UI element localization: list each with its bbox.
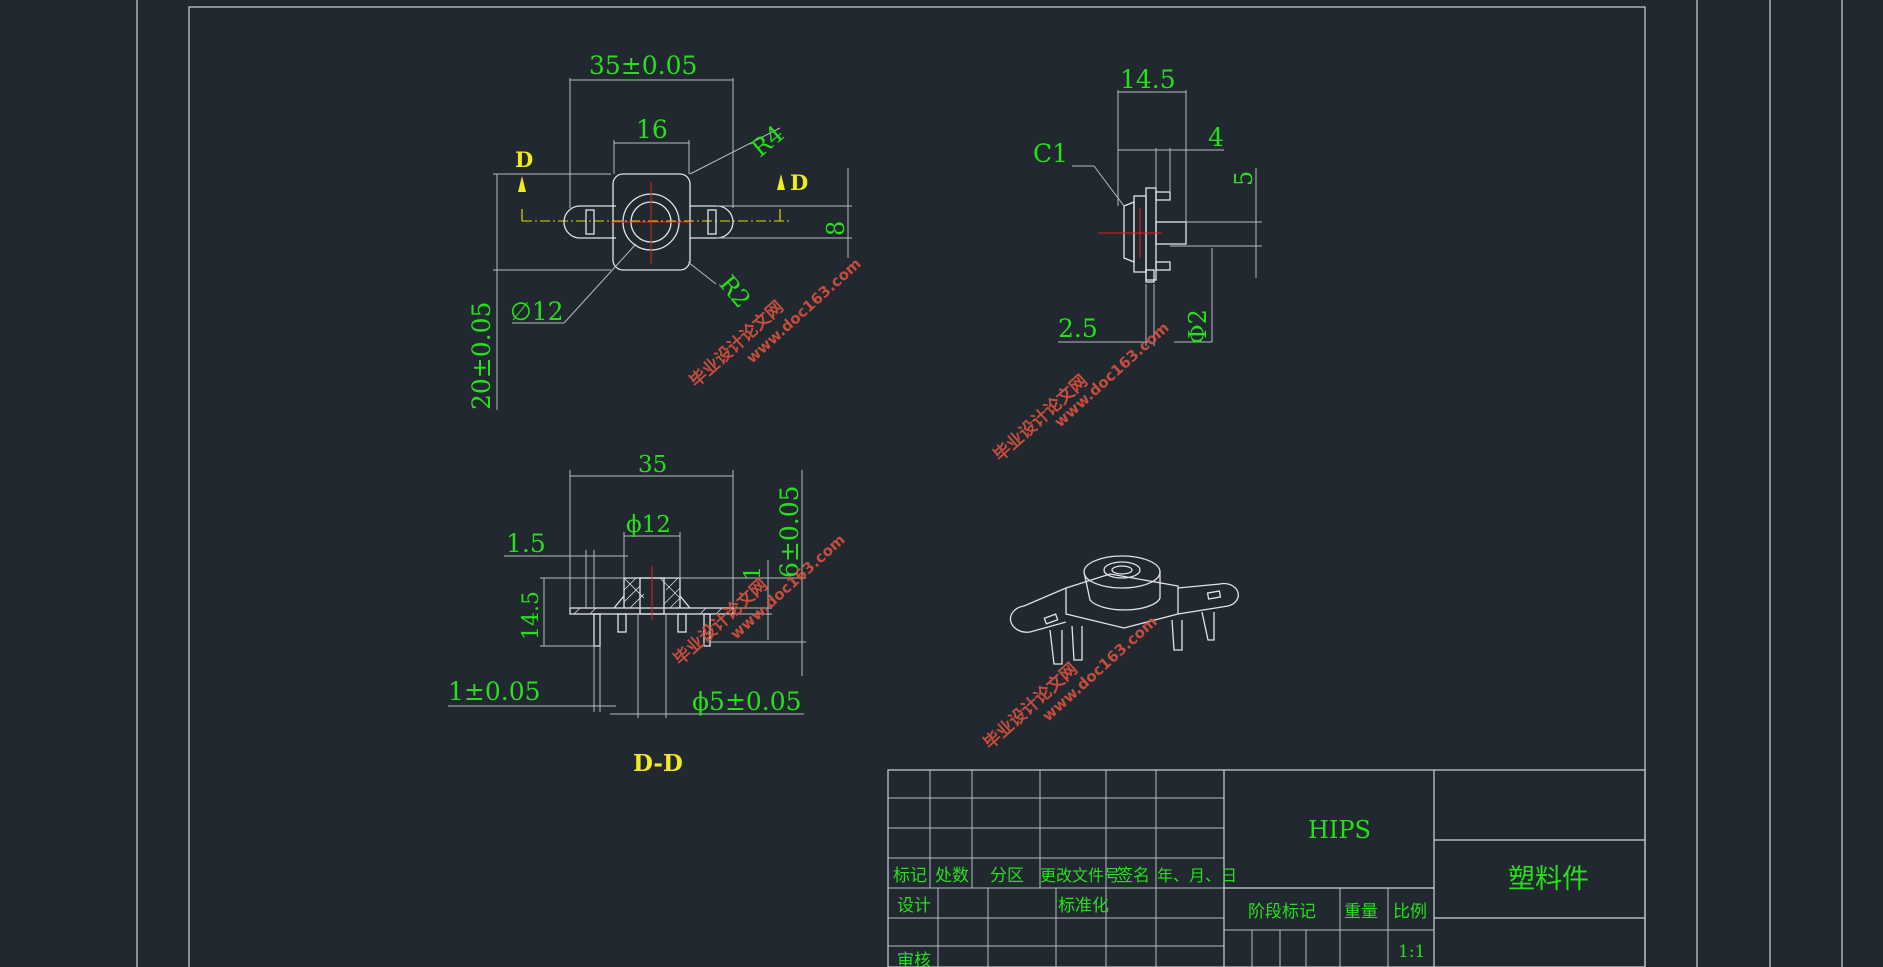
dim-sec-height: 14.5 [519,591,544,640]
label-design: 设计 [897,896,931,916]
dim-height-tol: 20±0.05 [467,302,496,410]
side-view: 14.5 4 C1 5 Φ2 2.5 [1033,65,1262,346]
dim-inner-width: 16 [636,115,668,144]
dim-radius-r4: R4 [746,120,790,163]
dim-side-top: 14.5 [1120,65,1176,94]
dim-chamfer: C1 [1033,139,1068,168]
section-label: D-D [633,750,683,777]
dim-side-bottom: 2.5 [1058,314,1098,343]
dim-sec-width: 35 [638,452,667,478]
header-signature: 签名 [1116,866,1150,886]
section-view: 35 ϕ12 1.5 14.5 1 6±0.05 1±0.05 [448,452,806,777]
title-block: 标记 处数 分区 更改文件号 签名 年、月、日 设计 标准化 审核 HIPS 塑… [887,769,1646,967]
label-review: 审核 [897,951,931,967]
part-name: 塑料件 [1508,864,1589,895]
label-stage-mark: 阶段标记 [1248,902,1316,922]
dim-sec-total-height: 6±0.05 [775,485,804,578]
label-scale: 比例 [1393,902,1427,922]
header-mark: 标记 [893,866,927,886]
dim-sec-wall: 1.5 [506,529,546,558]
dim-sec-shaft: ϕ5±0.05 [692,687,802,716]
scale-value: 1:1 [1398,942,1425,962]
header-count: 处数 [935,866,969,886]
section-mark-left: D [515,147,533,172]
drawing-frame [136,0,1843,967]
section-arrow-left [518,176,526,192]
front-view: D D 35±0.05 16 R4 R2 8 [467,51,852,410]
label-standardization: 标准化 [1058,896,1109,916]
dim-side-step: 4 [1208,123,1224,152]
dim-bore: ∅12 [510,297,564,326]
dim-sec-bore: ϕ12 [626,512,671,538]
section-mark-right: D [790,170,808,195]
header-date: 年、月、日 [1157,866,1237,885]
dim-width-tol: 35±0.05 [589,51,697,80]
material: HIPS [1308,816,1371,844]
header-change-doc: 更改文件号 [1040,866,1120,885]
dim-sec-thickness-tol: 1±0.05 [448,677,541,706]
dim-side-height: 5 [1230,171,1258,186]
isometric-view [1009,555,1239,665]
header-zone: 分区 [990,866,1024,886]
dim-sec-thk: 1 [741,566,766,580]
dim-height-small: 8 [822,221,850,236]
section-arrow-right [777,174,785,190]
dim-radius-r2: R2 [713,270,756,314]
dim-pin: Φ2 [1184,309,1212,344]
label-weight: 重量 [1344,902,1378,922]
